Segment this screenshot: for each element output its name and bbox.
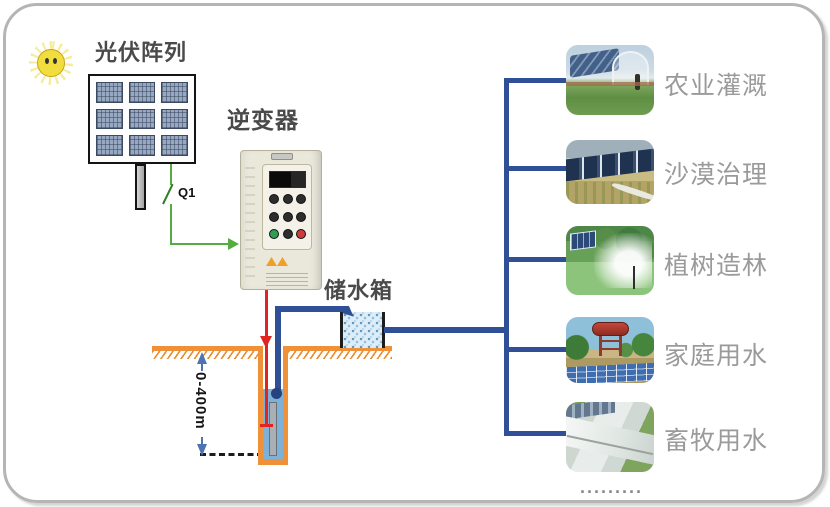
pv-cell (161, 135, 188, 156)
well-shaft (258, 346, 288, 465)
well-to-tank-pipe (275, 306, 348, 312)
pv-cell (128, 108, 156, 130)
storage-tank-label: 储水箱 (324, 278, 394, 303)
pv-cell (96, 108, 123, 130)
desert-panel-row (566, 148, 654, 182)
keypad-button (296, 211, 307, 222)
keypad-button (269, 194, 279, 204)
flowing-water-channel (566, 415, 654, 466)
keypad-run-button (269, 229, 279, 240)
application-label-livestock: 畜牧用水 (664, 427, 769, 455)
inverter-vents (245, 167, 255, 277)
branch-pipe (504, 431, 567, 436)
livestock-channel-photo (566, 402, 654, 472)
ground-right (288, 346, 392, 359)
inverter-handle (271, 153, 293, 160)
application-label-household: 家庭用水 (664, 342, 769, 370)
pv-cell (128, 135, 156, 156)
diagram-border-frame (3, 3, 825, 503)
desert-solar-photo (566, 140, 654, 204)
keypad-button (282, 211, 293, 222)
dc-wire-segment (170, 204, 172, 245)
pv-cell (161, 108, 188, 130)
keypad-button (282, 194, 293, 204)
sun-eye-left (45, 58, 49, 64)
application-label-afforestation: 植树造林 (664, 252, 769, 280)
more-applications-ellipsis: ......... (580, 477, 644, 497)
branch-pipe (504, 78, 567, 83)
inverter-spec-text (266, 270, 308, 286)
pv-cell (96, 135, 123, 156)
tank-trestle-stand (599, 336, 623, 356)
keypad-button (296, 194, 307, 204)
depth-dimension-line (201, 363, 203, 371)
pv-cell (96, 82, 123, 103)
depth-dimension-line (201, 437, 203, 445)
depth-arrow-down-icon (197, 444, 207, 456)
pv-cell (128, 82, 156, 103)
sun-icon (29, 41, 73, 85)
keypad-stop-button (296, 229, 307, 240)
inverter-brand-logo (266, 257, 288, 266)
solar-panel-array (566, 362, 654, 383)
pv-panel (88, 74, 196, 164)
branch-pipe (504, 257, 567, 262)
keypad-button (269, 211, 279, 222)
well-bottom-dashed-line (200, 453, 263, 456)
sun-eye-right (53, 58, 57, 64)
pv-array-label: 光伏阵列 (95, 40, 188, 65)
sprinkler-spray (594, 232, 653, 289)
inverter-control-panel (262, 164, 312, 250)
depth-arrow-up-icon (197, 352, 207, 364)
inverter-keypad (269, 194, 307, 244)
tank-outlet-pipe (384, 327, 509, 333)
red-water-tank (592, 321, 630, 337)
greenhouse-arch (611, 51, 649, 85)
dc-wire-arrow-icon (228, 238, 239, 250)
well-depth-label: 0-400m (192, 372, 209, 430)
dc-wire-segment (170, 164, 172, 185)
small-solar-panel (569, 229, 596, 250)
household-water-tower-photo (566, 317, 654, 383)
pump-intake (271, 388, 282, 399)
pv-cell (161, 82, 188, 103)
branch-pipe (504, 347, 567, 352)
application-label-desert: 沙漠治理 (664, 161, 769, 189)
water-storage-tank (340, 312, 385, 348)
inverter-device (240, 150, 322, 290)
well-riser-pipe (275, 306, 281, 394)
pump-power-line (265, 290, 268, 426)
greenhouse-irrigation-photo (566, 45, 654, 115)
pump-power-arrow-icon (260, 336, 272, 348)
inverter-label: 逆变器 (227, 107, 299, 133)
sprinkler-stem (632, 266, 635, 290)
submersible-pump (269, 402, 277, 456)
dc-wire-segment (170, 243, 229, 245)
afforestation-sprinkler-photo (566, 226, 654, 295)
pump-power-line-end (260, 424, 273, 427)
application-label-irrigation: 农业灌溉 (664, 72, 769, 100)
panel-strip (566, 402, 616, 420)
branch-pipe (504, 166, 567, 171)
pv-panel-pole (135, 164, 146, 210)
inverter-display (269, 171, 306, 188)
sun-core (37, 49, 65, 77)
soil-strip (566, 82, 654, 87)
keypad-button (282, 229, 293, 240)
switch-q1-label: Q1 (178, 185, 196, 200)
